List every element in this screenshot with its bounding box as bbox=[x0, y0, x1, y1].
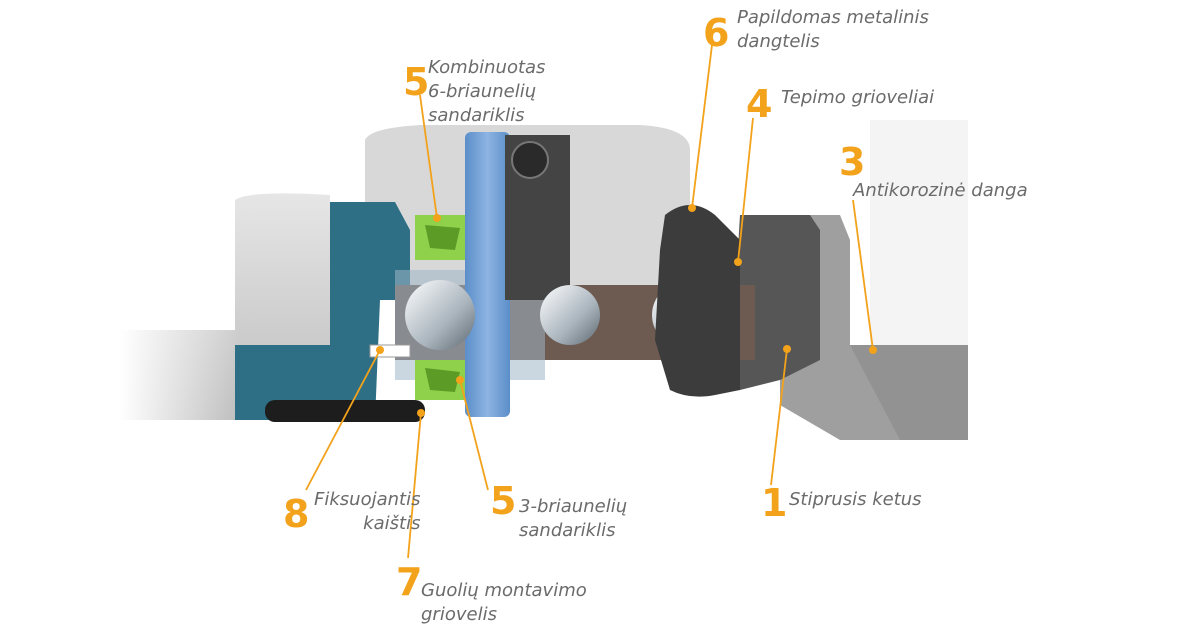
callout-label: Fiksuojantis kaištis bbox=[314, 489, 421, 534]
leader-lines bbox=[305, 44, 874, 559]
shaft bbox=[465, 132, 510, 417]
bearing-ball bbox=[405, 280, 475, 350]
leader-dots bbox=[376, 204, 877, 417]
callout-number: 1 bbox=[761, 481, 788, 525]
set-screw bbox=[511, 141, 549, 179]
callout-number: 5 bbox=[490, 479, 517, 523]
callout-label: Kombinuotas 6-briaunelių sandariklis bbox=[428, 57, 546, 126]
locking-pin bbox=[369, 344, 411, 358]
callout-label: Antikorozinė danga bbox=[853, 180, 1028, 201]
callout-number: 6 bbox=[703, 11, 730, 55]
callout-label: Guolių montavimo griovelis bbox=[421, 580, 587, 625]
housing-section-blue bbox=[235, 202, 410, 420]
callout-label: Tepimo grioveliai bbox=[781, 87, 935, 108]
seal-3-lip bbox=[415, 360, 470, 400]
callout-number: 7 bbox=[396, 560, 423, 604]
callout-label: Papildomas metalinis dangtelis bbox=[737, 7, 929, 52]
metal-cover bbox=[655, 205, 740, 397]
callout-label: 3-briaunelių sandariklis bbox=[519, 496, 628, 541]
mounting-groove bbox=[265, 400, 425, 422]
callout-number: 3 bbox=[839, 140, 866, 184]
callout-number: 5 bbox=[403, 60, 430, 104]
seal-6-lip bbox=[415, 215, 470, 260]
callout-number: 8 bbox=[283, 492, 310, 536]
cast-iron-section bbox=[735, 215, 820, 390]
callout-label: Stiprusis ketus bbox=[789, 489, 922, 510]
bearing-ball bbox=[540, 285, 600, 345]
callout-number: 4 bbox=[746, 82, 773, 126]
